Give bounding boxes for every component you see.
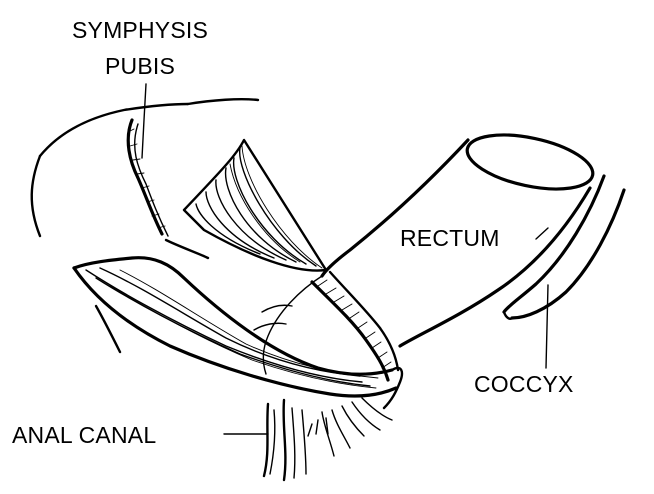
label-rectum: RECTUM bbox=[400, 225, 500, 251]
label-anal-canal: ANAL CANAL bbox=[12, 422, 156, 448]
label-coccyx: COCCYX bbox=[474, 371, 574, 397]
rectal-wall bbox=[312, 272, 398, 380]
label-symphysis: SYMPHYSIS bbox=[72, 17, 208, 43]
label-pubis: PUBIS bbox=[105, 53, 175, 79]
coccyx bbox=[504, 176, 624, 319]
lower-muscle bbox=[74, 258, 402, 408]
symphysis-seam bbox=[128, 120, 168, 236]
upper-muscle bbox=[184, 140, 326, 271]
anal-canal bbox=[264, 398, 392, 480]
